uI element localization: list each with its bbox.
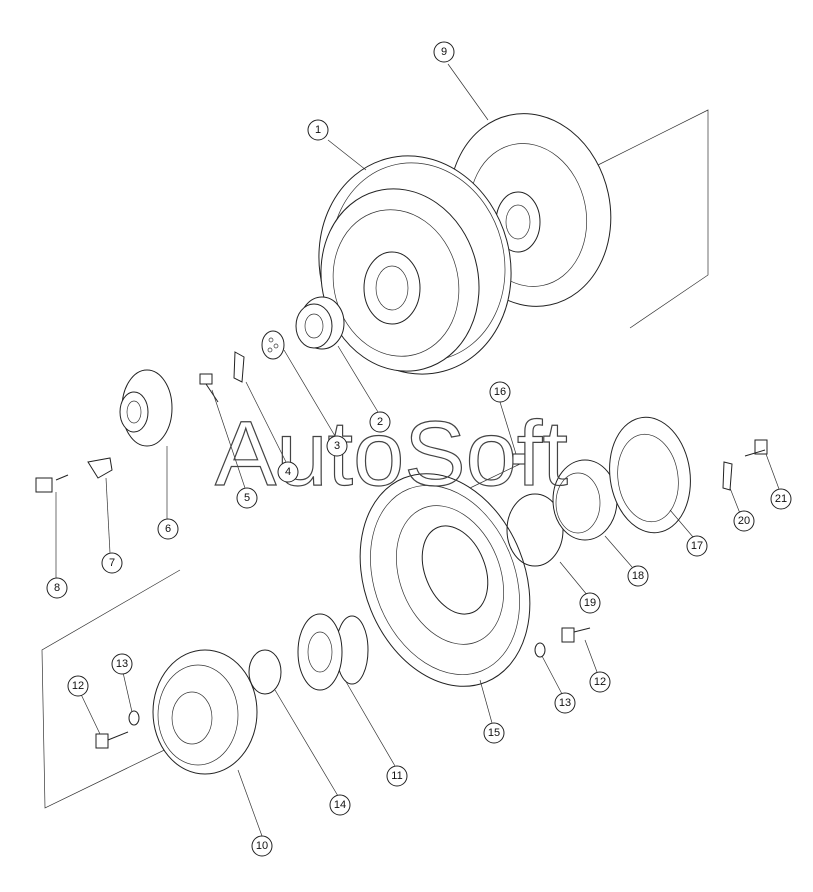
svg-text:3: 3	[334, 440, 340, 452]
small-bolt	[199, 373, 219, 403]
svg-text:7: 7	[109, 557, 115, 569]
callout-13-right: 13	[554, 692, 576, 714]
output-flange	[119, 369, 173, 447]
callout-19: 19	[579, 592, 601, 614]
callout-13-left: 13	[111, 653, 133, 675]
snap-ring-large	[506, 493, 564, 567]
svg-text:11: 11	[391, 770, 402, 782]
callout-21: 21	[770, 488, 792, 510]
callout-4: 4	[277, 461, 299, 483]
svg-text:14: 14	[334, 799, 346, 811]
bolt-lower-right	[561, 627, 591, 643]
svg-text:13: 13	[559, 697, 571, 709]
spacer-disc	[261, 330, 285, 360]
plug-fitting	[512, 453, 526, 465]
svg-text:20: 20	[738, 515, 750, 527]
lock-tab-small	[722, 461, 733, 491]
callout-8: 8	[46, 577, 68, 599]
svg-text:15: 15	[488, 727, 500, 739]
svg-text:9: 9	[441, 46, 447, 58]
callout-6: 6	[157, 518, 179, 540]
callout-15: 15	[483, 722, 505, 744]
svg-text:6: 6	[165, 523, 171, 535]
svg-text:13: 13	[116, 658, 128, 670]
callout-10: 10	[251, 835, 273, 857]
svg-text:21: 21	[775, 493, 787, 505]
bearing-small	[295, 296, 345, 350]
svg-text:19: 19	[584, 597, 596, 609]
callout-3: 3	[326, 435, 348, 457]
svg-text:2: 2	[377, 416, 383, 428]
svg-text:1: 1	[315, 124, 321, 136]
bolt-lower-left	[95, 731, 129, 749]
callout-1: 1	[307, 119, 329, 141]
svg-text:10: 10	[256, 840, 268, 852]
ring-gear-housing	[318, 155, 512, 375]
turbine-wheel	[152, 649, 258, 775]
callout-14: 14	[329, 794, 351, 816]
callout-11: 11	[386, 765, 408, 787]
svg-text:17: 17	[691, 540, 703, 552]
washer-lower-right	[534, 642, 546, 658]
reference-frame-lower	[41, 569, 186, 809]
svg-text:18: 18	[632, 570, 644, 582]
svg-text:16: 16	[494, 386, 506, 398]
lock-plate	[87, 457, 113, 479]
svg-text:12: 12	[594, 676, 606, 688]
tab-washer	[233, 351, 245, 383]
svg-text:8: 8	[54, 582, 60, 594]
bolt-right	[744, 439, 768, 457]
svg-text:12: 12	[72, 680, 84, 692]
svg-text:5: 5	[244, 492, 250, 504]
reference-frame-upper	[597, 109, 709, 329]
splined-hub	[297, 613, 369, 691]
callout-12-right: 12	[589, 671, 611, 693]
pump-impeller	[359, 473, 531, 687]
svg-text:4: 4	[285, 466, 291, 478]
callout-17: 17	[686, 535, 708, 557]
callout-7: 7	[101, 552, 123, 574]
snap-ring-small	[248, 649, 282, 695]
callout-2: 2	[369, 411, 391, 433]
drive-gear	[609, 416, 691, 534]
callout-5: 5	[236, 487, 258, 509]
callout-18: 18	[627, 565, 649, 587]
washer-lower-left	[128, 710, 140, 726]
callout-20: 20	[733, 510, 755, 532]
leader-lines	[55, 63, 780, 837]
callout-12-left: 12	[67, 675, 89, 697]
large-bolt	[35, 474, 69, 493]
callout-9: 9	[433, 41, 455, 63]
callout-16: 16	[489, 381, 511, 403]
watermark: AutoSoft	[215, 403, 568, 505]
